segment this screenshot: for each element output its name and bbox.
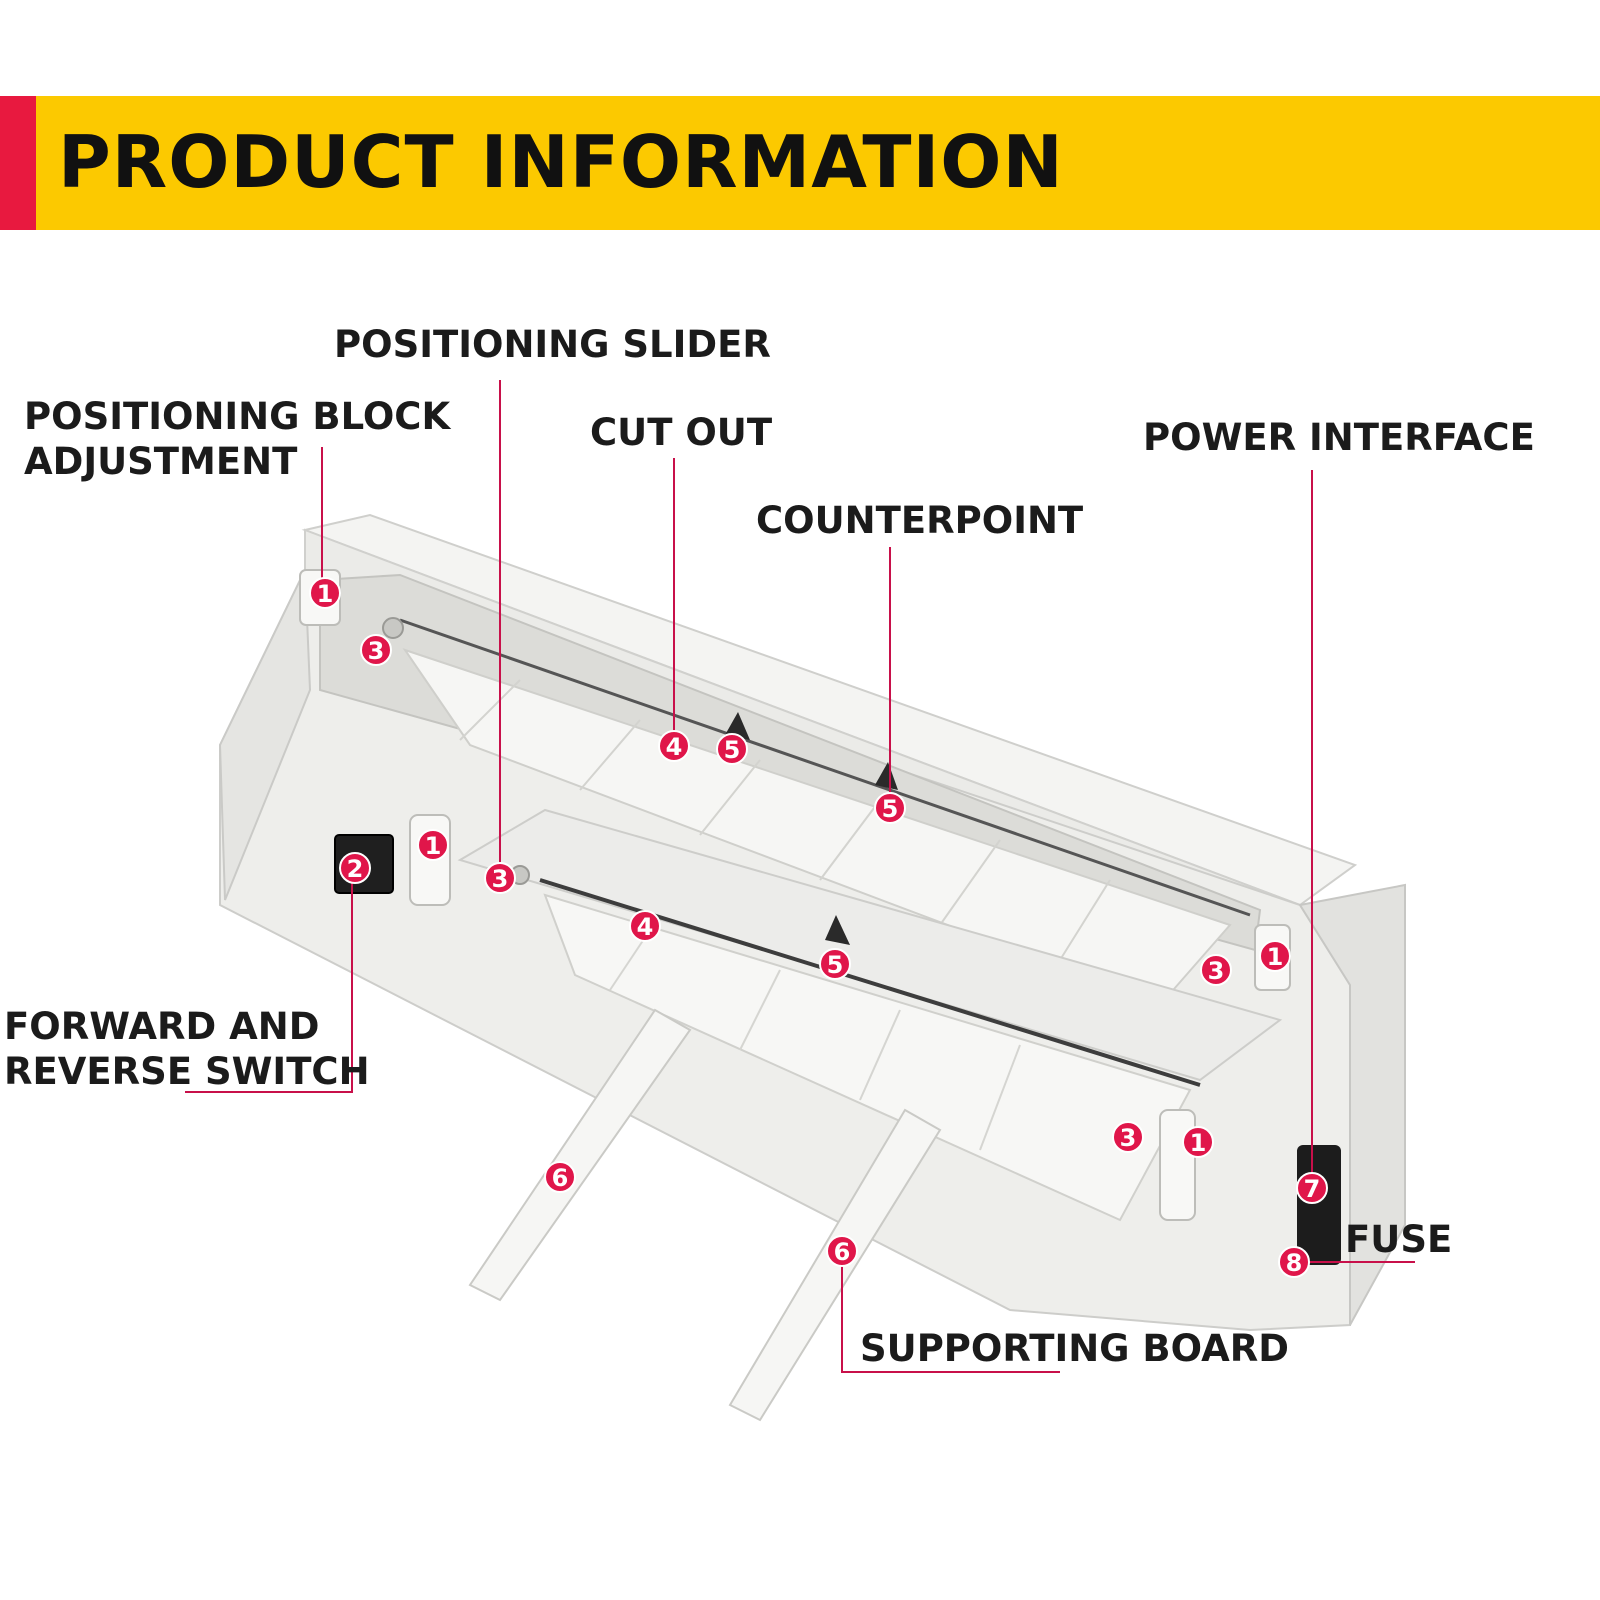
callout-markers: 1 3 4 5 5 1 2 3 4 5 3 1 3 1 6 6 7 8 [309,577,1328,1278]
marker-3c: 3 [1200,954,1232,986]
svg-text:3: 3 [368,637,385,665]
label-supporting-board: SUPPORTING BOARD [860,1327,1289,1370]
marker-1a: 1 [309,577,341,609]
marker-7: 7 [1296,1172,1328,1204]
card-cutter-machine [218,513,1406,1422]
marker-4b: 4 [629,910,661,942]
svg-text:3: 3 [492,865,509,893]
label-fuse: FUSE [1345,1218,1453,1261]
label-forward-reverse-switch: FORWARD AND REVERSE SWITCH [4,1005,370,1093]
marker-2: 2 [339,852,371,884]
marker-3a: 3 [360,634,392,666]
marker-6b: 6 [826,1235,858,1267]
svg-text:3: 3 [1208,957,1225,985]
marker-3d: 3 [1112,1121,1144,1153]
marker-5b: 5 [874,792,906,824]
svg-text:2: 2 [347,855,364,883]
marker-5a: 5 [716,733,748,765]
marker-6a: 6 [544,1161,576,1193]
leader-forward-reverse [185,870,353,1093]
banner-accent [0,96,36,230]
svg-text:5: 5 [882,795,899,823]
svg-text:8: 8 [1286,1249,1303,1277]
page-title: PRODUCT INFORMATION [58,120,1064,204]
label-cut-out: CUT OUT [590,411,773,454]
marker-5c: 5 [819,948,851,980]
marker-8: 8 [1278,1246,1310,1278]
svg-text:3: 3 [1120,1124,1137,1152]
svg-text:6: 6 [834,1238,851,1266]
svg-text:1: 1 [317,580,334,608]
marker-1c: 1 [1259,940,1291,972]
svg-text:5: 5 [724,736,741,764]
leader-supporting-board [841,1248,1060,1373]
header-banner: PRODUCT INFORMATION [0,96,1600,230]
svg-text:6: 6 [552,1164,569,1192]
label-positioning-block-adjustment: POSITIONING BLOCK ADJUSTMENT [24,395,451,483]
marker-1b: 1 [417,829,449,861]
svg-text:1: 1 [1190,1129,1207,1157]
svg-text:1: 1 [425,832,442,860]
label-power-interface: POWER INTERFACE [1143,416,1535,459]
marker-3b: 3 [484,862,516,894]
label-counterpoint: COUNTERPOINT [756,499,1084,542]
label-positioning-slider: POSITIONING SLIDER [334,323,771,366]
marker-1d: 1 [1182,1126,1214,1158]
leader-lines [185,380,1415,1373]
svg-text:7: 7 [1304,1175,1321,1203]
svg-text:5: 5 [827,951,844,979]
svg-text:4: 4 [637,913,654,941]
svg-text:4: 4 [666,733,683,761]
marker-4a: 4 [658,730,690,762]
svg-text:1: 1 [1267,943,1284,971]
